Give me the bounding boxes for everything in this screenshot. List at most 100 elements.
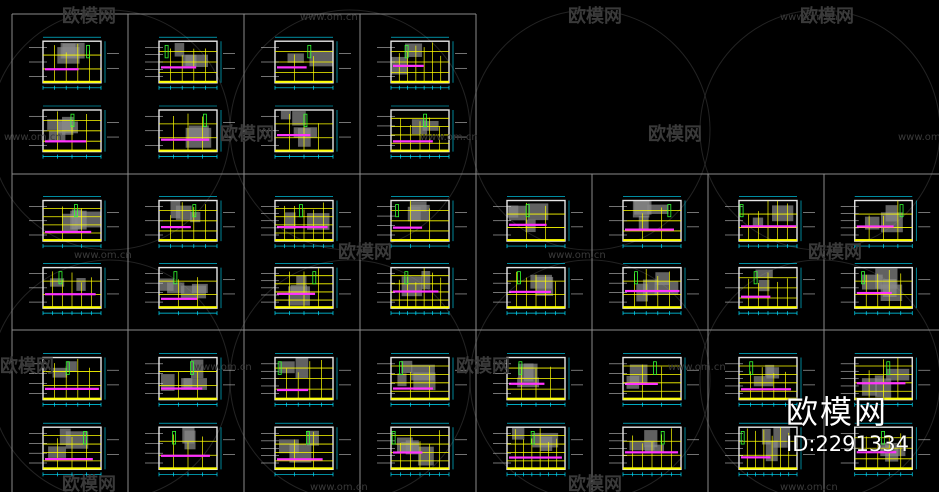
elevation-accent: [634, 271, 638, 285]
elevation-base: [623, 306, 681, 309]
elevation-accent: [312, 271, 317, 285]
elevation-fill: [307, 213, 330, 230]
elevation-counter: [509, 223, 547, 226]
elevation-accent: [172, 431, 176, 445]
elevation-fill: [511, 427, 525, 440]
elevation-fill: [753, 376, 774, 387]
elevation-accent: [74, 204, 78, 218]
watermark-url: www.om.cn: [780, 482, 838, 492]
watermark-url: www.om.cn: [4, 132, 62, 143]
elevation-fill: [287, 53, 304, 63]
elevation-counter: [509, 290, 551, 293]
elevation-accent: [525, 204, 530, 218]
elevation-fill: [532, 432, 559, 448]
elevation-accent: [307, 44, 312, 59]
elevation-drawings: [29, 36, 931, 477]
elevation-counter: [741, 295, 771, 298]
elevation-accent: [202, 113, 207, 128]
elevation-fill: [765, 440, 778, 462]
watermark-url: www.om.cn: [74, 250, 132, 261]
elevation-base: [275, 467, 333, 470]
elevation-drawing: [493, 353, 583, 407]
sheet-grid: [11, 13, 939, 492]
elevation-base: [391, 306, 449, 309]
elevation-accent: [277, 361, 282, 375]
elevation-counter: [161, 225, 191, 229]
elevation-accent: [65, 361, 70, 375]
elevation-accent: [423, 113, 428, 128]
elevation-fill: [401, 360, 413, 374]
elevation-counter: [45, 293, 96, 296]
elevation-base: [43, 149, 101, 152]
elevation-accent: [861, 271, 865, 285]
elevation-base: [854, 397, 913, 400]
elevation-base: [275, 306, 333, 309]
elevation-counter: [625, 382, 658, 386]
watermark-url: www.om.cn: [780, 12, 838, 23]
elevation-drawing: [261, 422, 351, 477]
elevation-counter: [741, 225, 797, 228]
elevation-accent: [391, 431, 396, 445]
elevation-drawing: [840, 263, 931, 316]
watermark-brand: 欧模网: [808, 241, 862, 263]
elevation-counter: [277, 225, 328, 229]
elevation-counter: [393, 226, 423, 229]
elevation-drawing: [377, 196, 467, 249]
elevation-base: [43, 80, 101, 83]
elevation-counter: [277, 66, 307, 69]
elevation-fill: [52, 367, 68, 378]
elevation-accent: [739, 204, 744, 218]
elevation-drawing: [840, 196, 931, 249]
elevation-drawing: [377, 263, 467, 316]
elevation-drawing: [609, 422, 699, 477]
elevation-accent: [740, 431, 745, 445]
watermark-layer: 欧模网欧模网欧模网欧模网欧模网欧模网欧模网欧模网欧模网欧模网欧模网www.om.…: [0, 5, 939, 492]
elevation-base: [275, 397, 333, 400]
elevation-drawing: [493, 196, 583, 249]
watermark-url: www.om.cn: [420, 132, 478, 143]
elevation-drawing: [29, 263, 119, 316]
elevation-drawing: [145, 105, 235, 159]
badge-brand: 欧模网: [786, 393, 889, 431]
elevation-fill: [182, 427, 195, 444]
elevation-fill: [307, 430, 319, 446]
elevation-base: [623, 239, 681, 242]
elevation-fill: [190, 359, 204, 379]
watermark-arcs: [0, 9, 939, 492]
elevation-base: [275, 80, 333, 83]
elevation-accent: [192, 204, 197, 218]
elevation-fill: [517, 377, 540, 388]
elevation-base: [43, 239, 101, 242]
elevation-fill: [181, 378, 207, 390]
elevation-fill: [191, 283, 208, 294]
elevation-counter: [45, 458, 93, 461]
badge-id: ID:2291334: [786, 432, 909, 456]
elevation-counter: [856, 451, 897, 454]
elevation-counter: [509, 456, 562, 459]
elevation-base: [739, 239, 797, 242]
watermark-brand: 欧模网: [62, 5, 116, 27]
elevation-drawing: [725, 353, 815, 407]
elevation-accent: [518, 361, 523, 375]
elevation-counter: [393, 387, 433, 390]
elevation-accent: [530, 431, 535, 445]
watermark-brand: 欧模网: [648, 123, 702, 145]
elevation-fill: [644, 444, 665, 454]
elevation-drawing: [29, 36, 119, 90]
watermark-url: www.om.cn: [194, 362, 252, 373]
elevation-counter: [393, 451, 423, 454]
elevation-fill: [530, 274, 552, 289]
elevation-fill: [885, 205, 898, 222]
watermark-brand: 欧模网: [568, 473, 622, 492]
elevation-accent: [395, 204, 400, 218]
elevation-fill: [59, 428, 71, 446]
elevation-fill: [758, 279, 770, 292]
elevation-fill: [761, 428, 771, 445]
elevation-counter: [393, 140, 433, 143]
elevation-accent: [667, 204, 672, 218]
elevation-accent: [173, 271, 178, 285]
elevation-counter: [625, 451, 679, 454]
elevation-drawing: [725, 422, 815, 477]
elevation-fill: [410, 204, 430, 222]
